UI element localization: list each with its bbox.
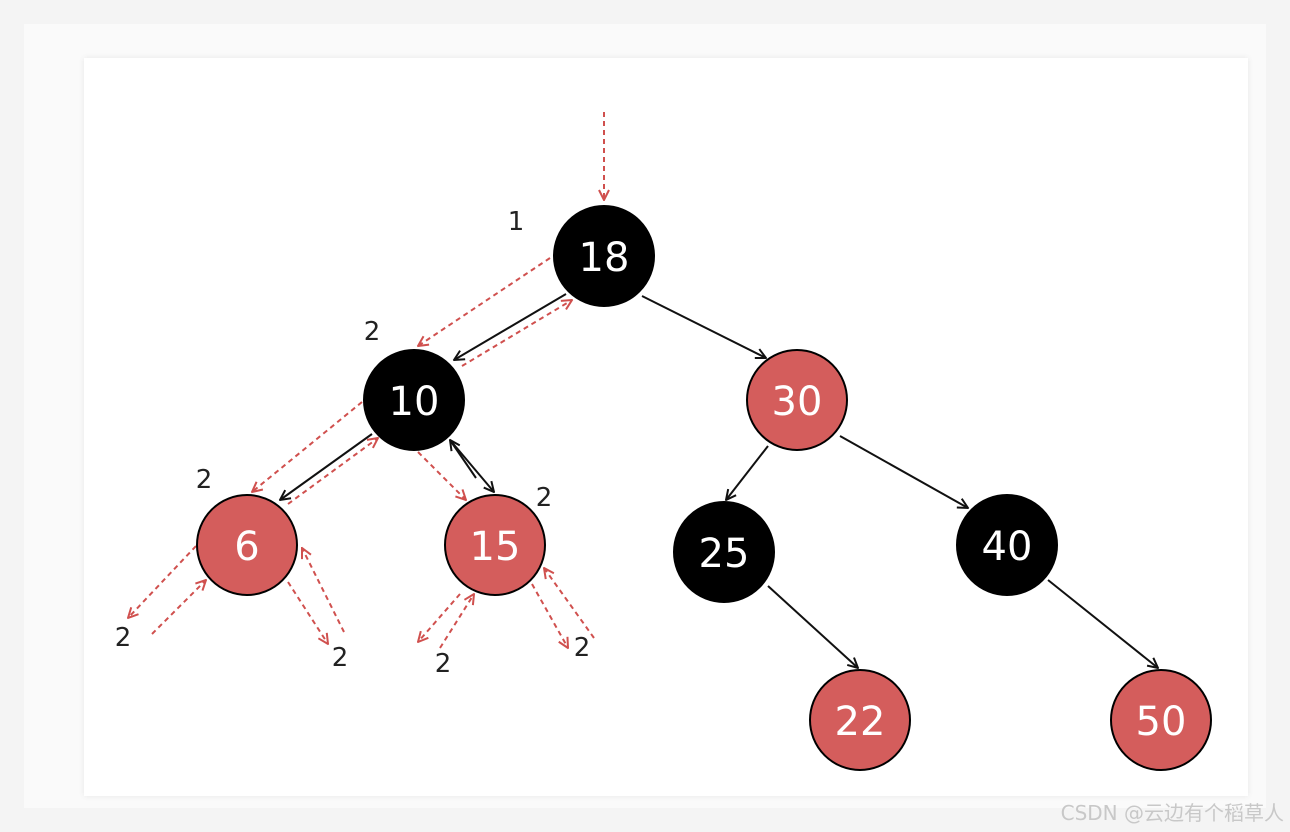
edge-10-6 xyxy=(280,433,373,500)
node-6-circle xyxy=(196,494,298,596)
node-22: 22 xyxy=(809,669,911,771)
count-label-6-nil-left: 2 xyxy=(115,623,132,653)
path-arrow-10-to-6 xyxy=(252,401,363,492)
count-label-15-nil-right: 2 xyxy=(574,633,591,663)
node-6-label: 6 xyxy=(234,524,259,570)
tree-nodes: 18 10 30 6 15 25 40 22 xyxy=(196,205,1212,771)
path-arrow-15-to-nil-right xyxy=(531,583,568,648)
count-label-6-nil-right: 2 xyxy=(332,643,349,673)
tree-edges xyxy=(280,293,1158,668)
count-label-6: 2 xyxy=(196,465,213,495)
node-40-circle xyxy=(956,494,1058,596)
edge-30-25 xyxy=(726,445,769,500)
node-50: 50 xyxy=(1110,669,1212,771)
path-arrow-nil-right-to-6 xyxy=(302,548,345,633)
node-30-label: 30 xyxy=(772,379,823,425)
node-18-label: 18 xyxy=(579,235,630,281)
edge-40-50 xyxy=(1047,579,1158,668)
count-label-10: 2 xyxy=(364,317,381,347)
node-22-label: 22 xyxy=(835,699,886,745)
count-label-root: 1 xyxy=(508,207,525,237)
path-arrow-nil-left-to-15 xyxy=(439,594,474,649)
node-10-label: 10 xyxy=(389,379,440,425)
path-arrow-nil-right-to-15 xyxy=(544,568,595,639)
node-15-circle xyxy=(444,494,546,596)
node-18: 18 xyxy=(553,205,655,307)
node-25: 25 xyxy=(673,501,775,603)
edge-18-30 xyxy=(641,295,766,358)
node-40-label: 40 xyxy=(982,524,1033,570)
path-arrow-6-to-nil-left xyxy=(128,545,197,618)
count-label-15-nil-left: 2 xyxy=(435,649,452,679)
edge-15-10-back xyxy=(450,440,477,479)
node-15-label: 15 xyxy=(470,524,521,570)
path-arrow-nil-left-to-6 xyxy=(151,580,206,635)
path-arrow-15-to-nil-left xyxy=(418,593,461,642)
path-arrow-10-to-18 xyxy=(461,300,572,367)
node-10: 10 xyxy=(363,349,465,451)
path-arrow-18-to-10 xyxy=(418,257,551,346)
node-50-label: 50 xyxy=(1136,699,1187,745)
edge-30-40 xyxy=(839,435,968,508)
node-18-circle xyxy=(553,205,655,307)
diagram-card xyxy=(84,58,1248,796)
node-40: 40 xyxy=(956,494,1058,596)
node-10-circle xyxy=(363,349,465,451)
path-arrow-10-to-15 xyxy=(417,451,466,500)
count-label-15: 2 xyxy=(536,483,553,513)
path-arrows xyxy=(128,112,604,648)
watermark: CSDN @云边有个稻草人 xyxy=(1060,801,1284,825)
node-50-circle xyxy=(1110,669,1212,771)
node-30: 30 xyxy=(746,349,848,451)
edge-10-15 xyxy=(449,439,494,492)
edge-18-10 xyxy=(454,293,567,360)
node-22-circle xyxy=(809,669,911,771)
node-25-circle xyxy=(673,501,775,603)
node-25-label: 25 xyxy=(699,531,750,577)
node-15: 15 xyxy=(444,494,546,596)
path-arrow-6-to-10 xyxy=(287,438,378,505)
path-arrow-6-to-nil-right xyxy=(287,581,328,644)
node-30-circle xyxy=(746,349,848,451)
node-6: 6 xyxy=(196,494,298,596)
edge-25-22 xyxy=(767,585,858,668)
black-height-labels: 1 2 2 2 2 2 2 2 xyxy=(115,207,591,679)
